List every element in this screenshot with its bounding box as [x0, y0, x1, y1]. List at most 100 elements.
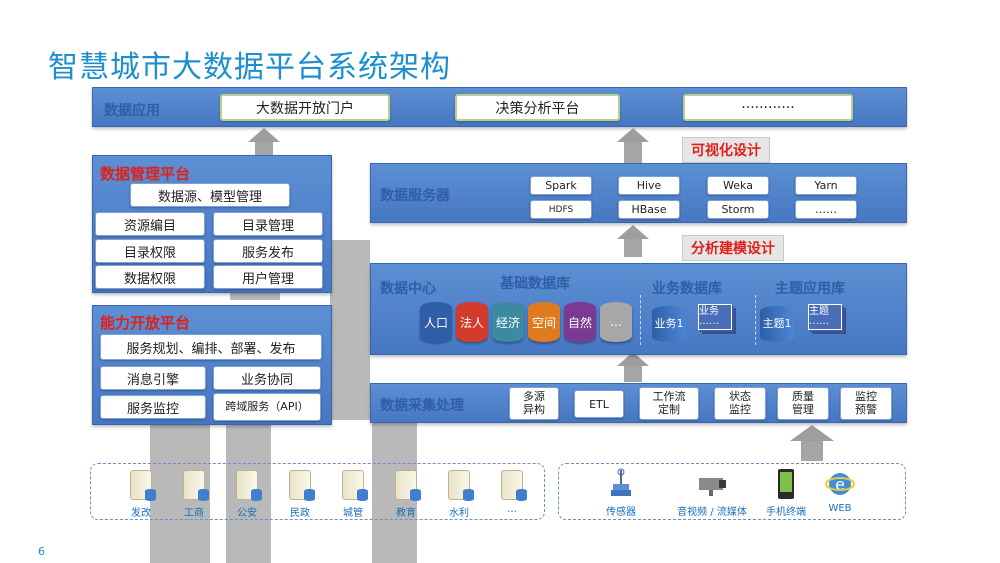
source-item: 发改: [118, 470, 164, 519]
source-label: 教育: [396, 508, 416, 519]
biz-db-label: 业务数据库: [652, 281, 722, 297]
source-label: 工商: [184, 508, 204, 519]
app-item-more: ············: [683, 94, 853, 121]
government-sources-row: 发改 工商 公安 民政 城管 教育 水利 …: [118, 470, 535, 519]
data-center-label: 数据中心: [380, 281, 436, 297]
source-item: 城管: [330, 470, 376, 519]
server-icon: [289, 470, 315, 501]
server-item: Yarn: [795, 176, 857, 195]
source-item: 公安: [224, 470, 270, 519]
source-item: 水利: [436, 470, 482, 519]
biz-db-divider: [755, 295, 756, 345]
biz-db-stack: 业务 ……: [698, 304, 732, 330]
db-cylinder: …: [600, 302, 632, 342]
ability-label: 能力开放平台: [100, 314, 191, 332]
mgmt-cell: 目录权限: [95, 239, 205, 263]
mgmt-cell: 资源编目: [95, 212, 205, 236]
server-icon: [236, 470, 262, 501]
source-label: …: [507, 504, 517, 515]
ability-cell: 消息引擎: [100, 366, 206, 390]
source-label: 发改: [131, 508, 151, 519]
source-item: …: [489, 470, 535, 519]
data-mgmt-label: 数据管理平台: [100, 165, 191, 183]
server-icon: [130, 470, 156, 501]
server-item: Weka: [707, 176, 769, 195]
server-item: HDFS: [530, 200, 592, 219]
device-label: 音视频 / 流媒体: [677, 507, 747, 518]
page-number: 6: [38, 545, 45, 558]
source-item: 工商: [171, 470, 217, 519]
mgmt-cell: 目录管理: [213, 212, 323, 236]
server-item: Hive: [618, 176, 680, 195]
data-server-label: 数据服务器: [380, 188, 450, 204]
visual-design-label: 可视化设计: [682, 137, 770, 163]
device-item: 手机终端: [756, 468, 816, 518]
server-icon: [395, 470, 421, 501]
ability-cell: 业务协同: [213, 366, 321, 390]
theme-db-cylinder: 主题1: [760, 306, 794, 342]
collect-item: 工作流定制: [639, 387, 699, 420]
device-item: e WEB: [822, 468, 858, 514]
phone-icon: [778, 469, 794, 499]
device-label: 传感器: [606, 507, 636, 518]
collect-item: 多源异构: [509, 387, 559, 420]
db-cylinder: 自然: [564, 302, 596, 342]
theme-db-stack: 主题 ……: [808, 304, 842, 330]
gray-connector-mid: [330, 240, 370, 420]
arrow-up-icon: [617, 128, 649, 164]
server-item: HBase: [618, 200, 680, 219]
source-item: 民政: [277, 470, 323, 519]
sensor-icon: [611, 468, 631, 496]
data-collect-label: 数据采集处理: [380, 398, 464, 414]
basic-db-divider: [640, 295, 641, 345]
camera-icon: [699, 478, 726, 496]
server-item: Storm: [707, 200, 769, 219]
server-icon: [501, 470, 527, 501]
biz-db-cylinder: 业务1: [652, 306, 686, 342]
arrow-up-icon: [617, 225, 649, 257]
mgmt-cell: 服务发布: [213, 239, 323, 263]
svg-text:e: e: [835, 475, 845, 494]
db-cylinder: 人口: [420, 302, 452, 342]
mgmt-top-box: 数据源、模型管理: [130, 183, 290, 207]
source-label: 民政: [290, 508, 310, 519]
theme-db-label: 主题应用库: [775, 281, 845, 297]
ability-cell: 跨域服务（API）: [213, 393, 321, 421]
app-item-decision: 决策分析平台: [455, 94, 620, 121]
data-app-label: 数据应用: [104, 103, 160, 119]
collect-item: ETL: [574, 390, 624, 418]
ability-cell: 服务监控: [100, 395, 206, 419]
device-item: 音视频 / 流媒体: [662, 468, 762, 518]
arrow-up-icon: [617, 352, 649, 382]
db-cylinder: 经济: [492, 302, 524, 342]
device-label: 手机终端: [766, 507, 806, 518]
ability-top-box: 服务规划、编排、部署、发布: [100, 334, 322, 360]
collect-item: 状态监控: [714, 387, 766, 420]
basic-db-row: 人口 法人 经济 空间 自然 …: [420, 302, 632, 342]
source-label: 公安: [237, 508, 257, 519]
server-icon: [183, 470, 209, 501]
device-sources-group: [558, 463, 906, 520]
analysis-design-label: 分析建模设计: [682, 235, 784, 261]
server-icon: [342, 470, 368, 501]
government-sources-group: [90, 463, 545, 520]
collect-item: 监控预警: [840, 387, 892, 420]
source-label: 城管: [343, 508, 363, 519]
arrow-up-icon: [790, 425, 834, 461]
server-item: ……: [795, 200, 857, 219]
mgmt-cell: 用户管理: [213, 265, 323, 289]
mgmt-cell: 数据权限: [95, 265, 205, 289]
source-item: 教育: [383, 470, 429, 519]
device-label: WEB: [828, 503, 852, 514]
server-item: Spark: [530, 176, 592, 195]
basic-db-label: 基础数据库: [500, 276, 570, 292]
ie-browser-icon: e: [825, 473, 855, 495]
page-title: 智慧城市大数据平台系统架构: [48, 50, 451, 85]
app-item-portal: 大数据开放门户: [220, 94, 390, 121]
db-cylinder: 法人: [456, 302, 488, 342]
db-cylinder: 空间: [528, 302, 560, 342]
server-icon: [448, 470, 474, 501]
device-item: 传感器: [598, 468, 644, 518]
collect-item: 质量管理: [777, 387, 829, 420]
source-label: 水利: [449, 508, 469, 519]
